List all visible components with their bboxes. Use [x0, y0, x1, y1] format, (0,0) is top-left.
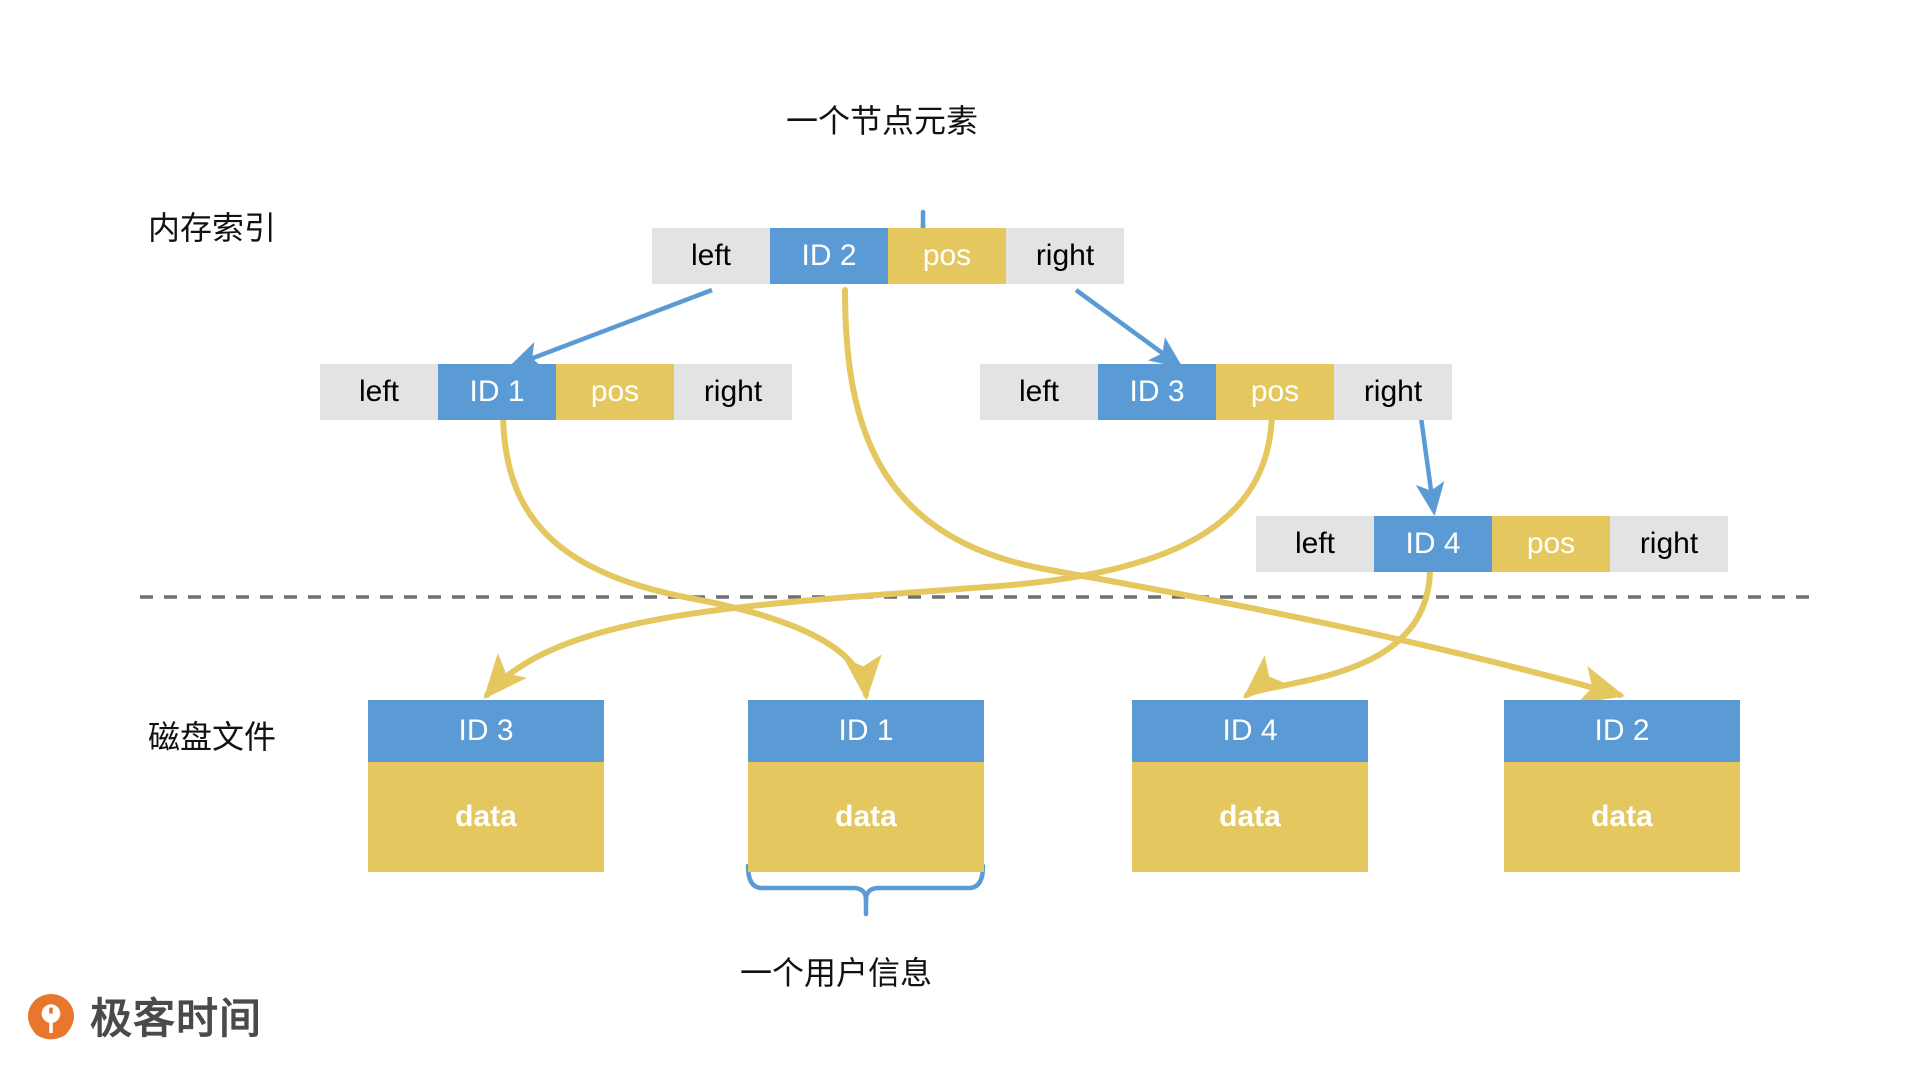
disk-record-id4[interactable]: ID 4 data — [1132, 700, 1368, 872]
node-cell-pos[interactable]: pos — [556, 364, 674, 420]
node-cell-left[interactable]: left — [1256, 516, 1374, 572]
node-cell-left[interactable]: left — [652, 228, 770, 284]
node-cell-pos[interactable]: pos — [1216, 364, 1334, 420]
index-node-id2[interactable]: left ID 2 pos right — [652, 228, 1124, 284]
node-cell-right[interactable]: right — [1006, 228, 1124, 284]
record-id-header: ID 3 — [368, 700, 604, 762]
record-id-header: ID 4 — [1132, 700, 1368, 762]
disk-record-id2[interactable]: ID 2 data — [1504, 700, 1740, 872]
index-node-id3[interactable]: left ID 3 pos right — [980, 364, 1452, 420]
node-cell-right[interactable]: right — [1334, 364, 1452, 420]
pointer-root-left-to-id1 — [508, 287, 713, 370]
brand-name: 极客时间 — [90, 995, 263, 1042]
node-cell-id[interactable]: ID 4 — [1374, 516, 1492, 572]
node-cell-left[interactable]: left — [980, 364, 1098, 420]
caption-user-record: 一个用户信息 — [740, 955, 933, 991]
record-data-body: data — [368, 762, 604, 872]
index-node-id1[interactable]: left ID 1 pos right — [320, 364, 792, 420]
node-cell-id[interactable]: ID 2 — [770, 228, 888, 284]
row-label-disk-file: 磁盘文件 — [148, 719, 277, 755]
pos-pointer-id2-to-record2 — [842, 287, 1626, 704]
row-label-memory-index: 内存索引 — [148, 210, 277, 246]
caption-node-element: 一个节点元素 — [786, 103, 979, 139]
brand-watermark: 极客时间 — [24, 988, 262, 1050]
record-data-body: data — [1504, 762, 1740, 872]
record-data-body: data — [1132, 762, 1368, 872]
node-cell-left[interactable]: left — [320, 364, 438, 420]
index-node-id4[interactable]: left ID 4 pos right — [1256, 516, 1728, 572]
node-cell-pos[interactable]: pos — [1492, 516, 1610, 572]
pos-pointer-id3-to-record3 — [483, 407, 1275, 700]
record-id-header: ID 2 — [1504, 700, 1740, 762]
node-cell-id[interactable]: ID 1 — [438, 364, 556, 420]
record-id-header: ID 1 — [748, 700, 984, 762]
disk-record-id3[interactable]: ID 3 data — [368, 700, 604, 872]
node-cell-id[interactable]: ID 3 — [1098, 364, 1216, 420]
node-cell-right[interactable]: right — [1610, 516, 1728, 572]
pointer-id3-right-to-id4 — [1415, 409, 1445, 517]
node-cell-pos[interactable]: pos — [888, 228, 1006, 284]
pos-pointer-id1-to-record1 — [500, 407, 882, 701]
disk-record-id1[interactable]: ID 1 data — [748, 700, 984, 872]
record-data-body: data — [748, 762, 984, 872]
node-cell-right[interactable]: right — [674, 364, 792, 420]
pointer-root-right-to-id3 — [1074, 288, 1184, 369]
pos-pointer-id4-to-record4 — [1242, 565, 1433, 699]
geektime-logo-icon — [28, 994, 74, 1045]
